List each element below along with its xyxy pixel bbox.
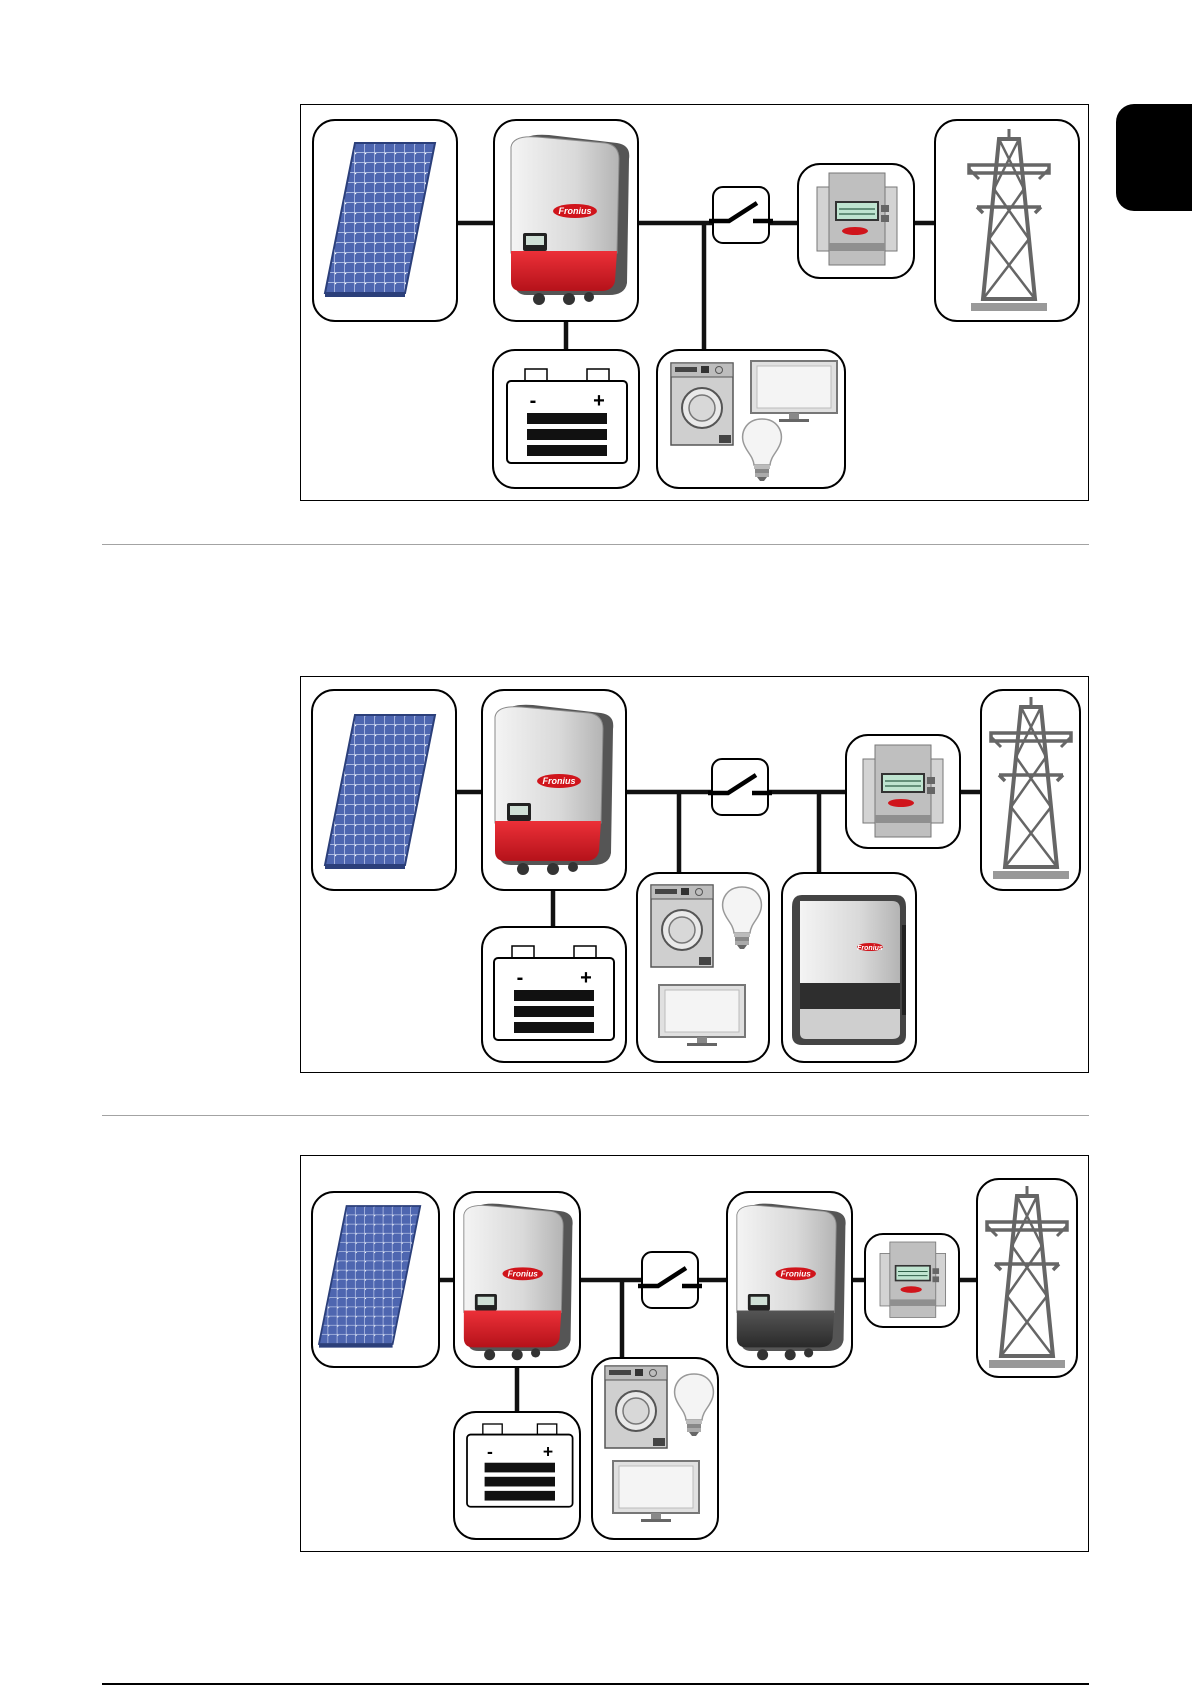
switch-icon — [708, 759, 772, 815]
system-diagram-1: Fronius - + — [300, 104, 1089, 501]
monitor-icon — [659, 985, 745, 1046]
battery-plus: + — [593, 390, 605, 412]
system-diagram-3: Fronius Fronius - + — [300, 1155, 1089, 1552]
fronius-logo: Fronius — [543, 776, 576, 786]
system-diagram-2: Fronius - + Fronius — [300, 676, 1089, 1073]
washing-machine-icon — [651, 885, 713, 967]
battery-icon — [494, 946, 614, 1040]
second-inverter-icon — [737, 1204, 846, 1361]
battery-minus: - — [487, 1441, 493, 1461]
inverter-icon — [495, 705, 613, 875]
monitor-icon — [751, 361, 837, 422]
fronius-logo: Fronius — [857, 945, 883, 952]
battery-icon — [467, 1424, 573, 1507]
battery-minus: - — [530, 390, 537, 412]
fronius-logo: Fronius — [508, 1270, 539, 1279]
battery-minus: - — [517, 967, 524, 989]
energy-meter-icon — [817, 173, 897, 265]
section-separator-2 — [102, 1115, 1089, 1116]
diagram-3-svg: Fronius Fronius - + — [301, 1156, 1090, 1553]
washing-machine-icon — [605, 1366, 667, 1448]
grid-box — [977, 1179, 1077, 1377]
inverter-icon — [511, 135, 629, 305]
energy-meter-icon — [880, 1242, 946, 1317]
battery-icon — [507, 369, 627, 463]
section-tab-marker — [1116, 104, 1192, 211]
switch-icon — [638, 1252, 702, 1308]
grid-box — [981, 690, 1080, 890]
battery-plus: + — [580, 967, 592, 989]
diagram-2-svg: Fronius - + Fronius — [301, 677, 1090, 1074]
battery-plus: + — [543, 1441, 553, 1461]
diagram-1-svg: Fronius - + — [301, 105, 1090, 502]
energy-meter-icon — [863, 745, 943, 837]
section-separator-1 — [102, 544, 1089, 545]
fronius-logo: Fronius — [781, 1270, 812, 1279]
monitor-icon — [613, 1461, 699, 1522]
fronius-logo: Fronius — [559, 206, 592, 216]
ohmpilot-icon — [792, 895, 906, 1045]
inverter-icon — [464, 1204, 573, 1361]
washing-machine-icon — [671, 363, 733, 445]
grid-box — [935, 120, 1079, 321]
switch-icon — [709, 187, 773, 243]
